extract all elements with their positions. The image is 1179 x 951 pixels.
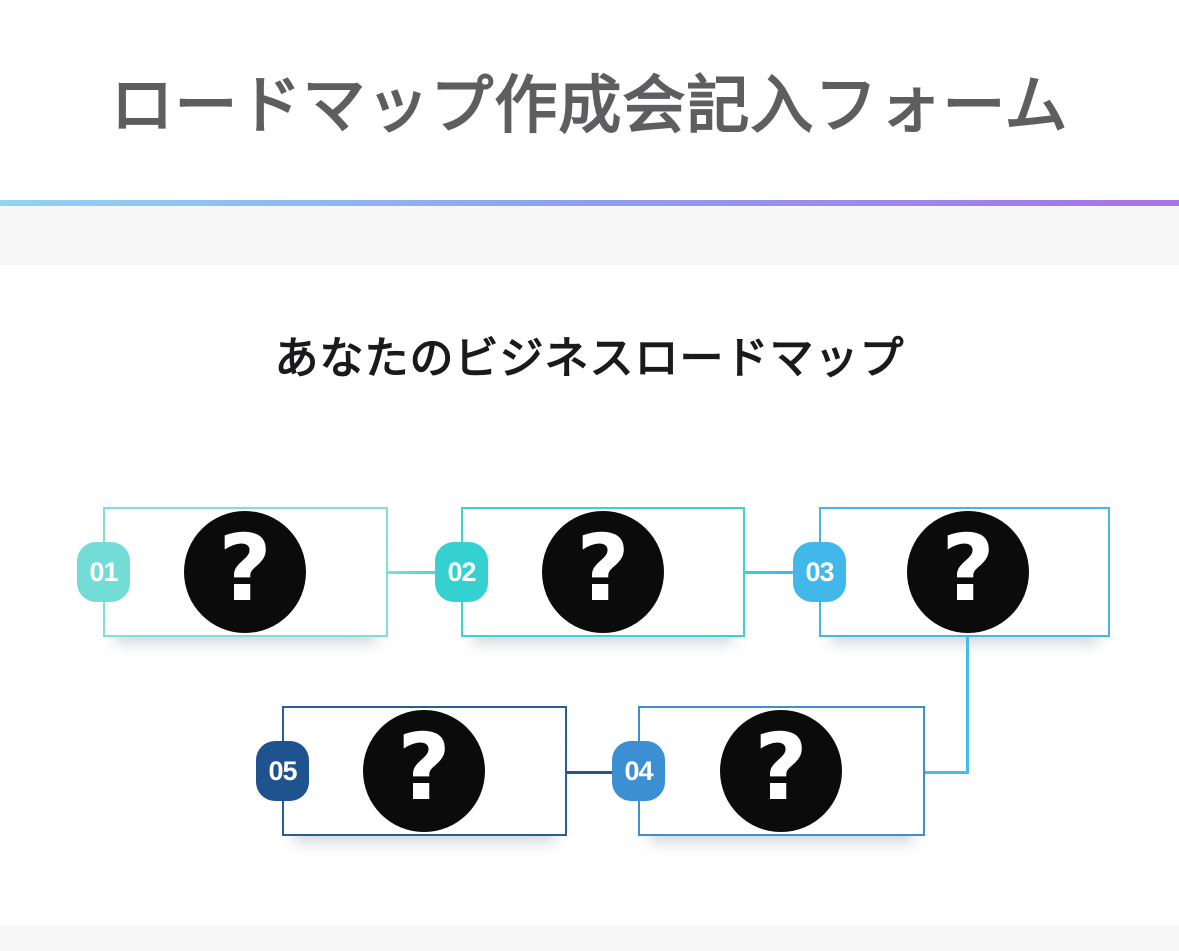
connector-05-04 — [567, 771, 612, 774]
page-title: ロードマップ作成会記入フォーム — [110, 70, 1069, 141]
question-mark-icon: ? — [397, 714, 451, 821]
step-badge-02: 02 — [435, 542, 488, 602]
footer-gap — [0, 925, 1179, 951]
connector-02-03 — [745, 571, 793, 574]
question-mark-icon: ? — [218, 515, 272, 622]
question-circle-04: ? — [720, 710, 842, 832]
connector-03-elbow-vertical — [966, 637, 969, 774]
question-circle-03: ? — [907, 511, 1029, 633]
step-badge-03: 03 — [793, 542, 846, 602]
step-badge-04: 04 — [612, 741, 665, 801]
form-header: ロードマップ作成会記入フォーム — [0, 0, 1179, 200]
question-circle-05: ? — [363, 710, 485, 832]
roadmap-image: あなたのビジネスロードマップ 01 ? 02 ? 03 ? 05 ? 04 ? — [0, 265, 1179, 925]
step-badge-05: 05 — [256, 741, 309, 801]
roadmap-heading: あなたのビジネスロードマップ — [274, 334, 905, 383]
header-gap — [0, 206, 1179, 265]
connector-01-02 — [388, 571, 435, 574]
question-mark-icon: ? — [941, 515, 995, 622]
question-circle-02: ? — [542, 511, 664, 633]
connector-03-elbow-horizontal — [925, 771, 969, 774]
question-mark-icon: ? — [576, 515, 630, 622]
question-mark-icon: ? — [754, 714, 808, 821]
step-badge-01: 01 — [77, 542, 130, 602]
question-circle-01: ? — [184, 511, 306, 633]
gradient-divider — [0, 200, 1179, 206]
